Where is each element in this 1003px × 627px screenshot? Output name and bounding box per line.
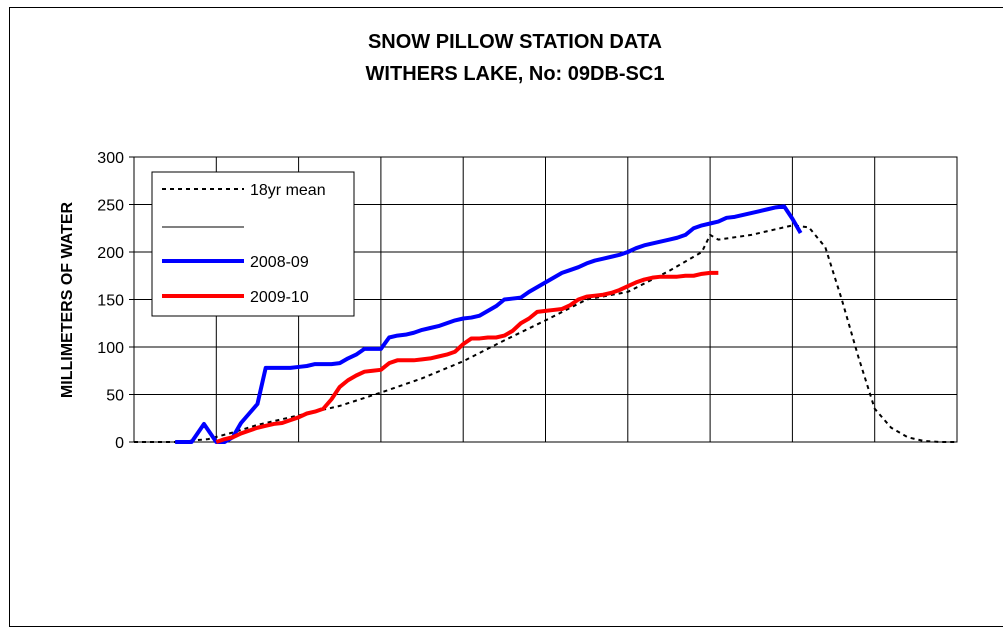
series-line-18yr-mean	[134, 224, 957, 443]
chart-subtitle: WITHERS LAKE, No: 09DB-SC1	[366, 63, 665, 85]
y-tick-label: 150	[97, 293, 124, 310]
y-tick-label: 200	[97, 245, 124, 262]
y-tick-label: 100	[97, 340, 124, 357]
y-axis-ticks: 0 50 100 150 200 250 300	[97, 150, 134, 452]
y-tick-label: 300	[97, 150, 124, 167]
y-tick-label: 0	[115, 435, 124, 452]
chart-title: SNOW PILLOW STATION DATA	[368, 31, 662, 53]
legend-label: 2008-09	[250, 254, 309, 271]
legend: 18yr mean 2008-09 2009-10	[151, 171, 355, 317]
chart-canvas: SNOW PILLOW STATION DATA WITHERS LAKE, N…	[59, 31, 958, 452]
y-axis-label: MILLIMETERS OF WATER	[59, 201, 76, 398]
legend-box	[151, 171, 355, 317]
series-lines	[134, 204, 957, 444]
series-line-2008-09	[175, 204, 803, 444]
y-tick-label: 50	[106, 388, 124, 405]
y-tick-label: 250	[97, 198, 124, 215]
legend-label: 18yr mean	[250, 182, 326, 199]
legend-label: 2009-10	[250, 289, 309, 306]
series-line-2009-10	[215, 270, 719, 444]
